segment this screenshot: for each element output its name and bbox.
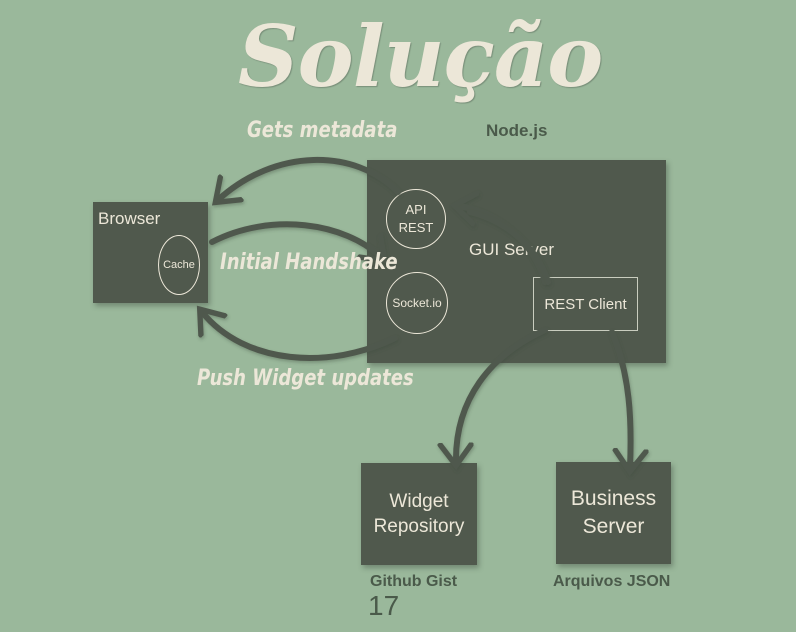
business-server-label-line2: Server [582,515,645,538]
widget-repository-label-line2: Repository [373,516,465,537]
cache-label: Cache [163,259,195,271]
github-gist-label: Github Gist [370,573,458,590]
rest-client-node: REST Client [533,277,638,331]
gui-server-label: GUI Server [469,240,555,259]
socketio-node: Socket.io [386,272,448,334]
gets-metadata-label: Gets metadata [247,118,398,143]
push-widget-updates-label: Push Widget updates [197,366,414,391]
api-rest-node: API REST [386,189,446,249]
arquivos-json-label: Arquivos JSON [553,573,671,590]
browser-label: Browser [98,209,161,228]
business-server-box: Business Server [556,462,671,564]
cache-node: Cache [158,235,200,295]
widget-repository-label-line1: Widget [389,491,449,512]
api-rest-label-line2: REST [398,220,434,235]
business-server-label-line1: Business [570,487,657,510]
api-rest-label-line1: API [405,202,427,217]
initial-handshake-label: Initial Handshake [220,250,398,275]
page-number: 17 [368,590,400,621]
slide-title: Solução [238,7,603,106]
rest-client-label: REST Client [544,295,627,313]
business-server-label: Business Server [571,485,656,541]
socketio-label: Socket.io [392,296,442,310]
nodejs-label: Node.js [486,121,548,140]
widget-repository-label: Widget Repository [374,489,465,539]
api-rest-label: API REST [399,201,434,237]
widget-repository-box: Widget Repository [361,463,477,565]
